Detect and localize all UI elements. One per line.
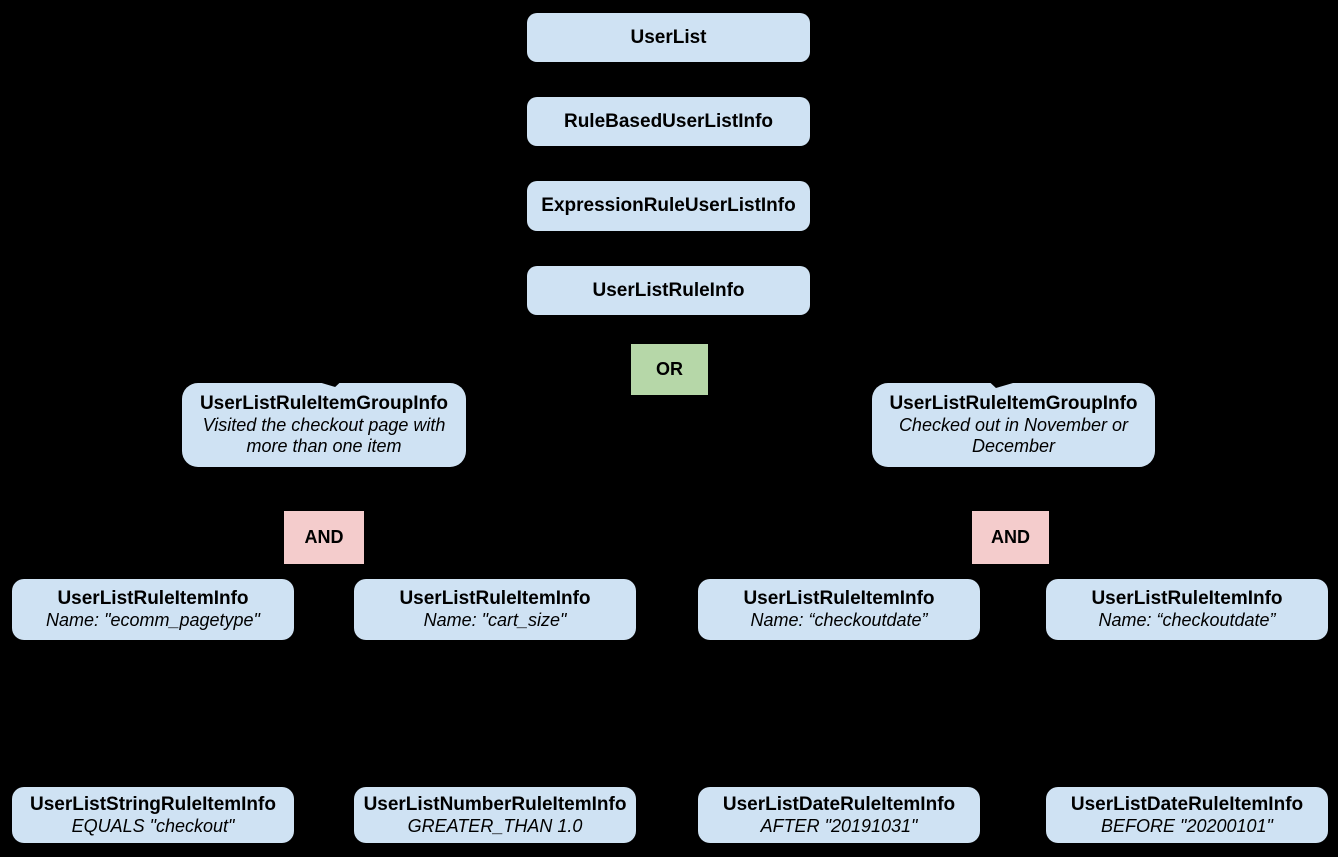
leaf-subtitle: EQUALS "checkout" — [71, 815, 235, 836]
leaf-title: UserListNumberRuleItemInfo — [363, 793, 627, 815]
rule-item-title: UserListRuleItemInfo — [399, 588, 591, 609]
node-label: ExpressionRuleUserListInfo — [541, 195, 796, 216]
node-expression-rule-user-list-info: ExpressionRuleUserListInfo — [527, 181, 810, 231]
rule-item-node-checkoutdate-before: UserListRuleItemInfo Name: “checkoutdate… — [1046, 579, 1328, 640]
rule-item-title: UserListRuleItemInfo — [743, 588, 935, 609]
rule-item-subtitle: Name: “checkoutdate” — [750, 610, 928, 630]
leaf-title: UserListDateRuleItemInfo — [722, 793, 956, 815]
and-operator-box-right: AND — [972, 511, 1049, 564]
node-label: UserListRuleInfo — [592, 279, 745, 301]
group-node-checkout-page: UserListRuleItemGroupInfo Visited the ch… — [182, 383, 466, 467]
and-operator-box-left: AND — [284, 511, 364, 564]
leaf-subtitle: GREATER_THAN 1.0 — [407, 815, 583, 836]
leaf-node-date-rule-item-after: UserListDateRuleItemInfo AFTER "20191031… — [698, 787, 980, 843]
leaf-subtitle: AFTER "20191031" — [760, 815, 918, 836]
or-operator-box: OR — [631, 344, 708, 395]
group-subtitle: Visited the checkout page with more than… — [202, 415, 446, 456]
rule-item-node-cart-size: UserListRuleItemInfo Name: "cart_size" — [354, 579, 636, 640]
group-subtitle: Checked out in November or December — [898, 415, 1129, 456]
and-label: AND — [991, 527, 1030, 547]
and-label: AND — [304, 527, 344, 547]
node-rule-based-user-list-info: RuleBasedUserListInfo — [527, 97, 810, 146]
group-node-checked-out-nov-dec: UserListRuleItemGroupInfo Checked out in… — [872, 383, 1155, 467]
group-title: UserListRuleItemGroupInfo — [199, 393, 449, 414]
leaf-title: UserListStringRuleItemInfo — [30, 793, 276, 815]
rule-item-subtitle: Name: "cart_size" — [423, 610, 567, 630]
leaf-node-string-rule-item: UserListStringRuleItemInfo EQUALS "check… — [12, 787, 294, 843]
node-label: UserList — [630, 26, 707, 48]
group-title: UserListRuleItemGroupInfo — [889, 393, 1138, 414]
rule-item-subtitle: Name: “checkoutdate” — [1098, 610, 1276, 630]
leaf-subtitle: BEFORE "20200101" — [1101, 815, 1273, 836]
or-label: OR — [656, 359, 683, 379]
node-label: RuleBasedUserListInfo — [563, 110, 774, 132]
leaf-title: UserListDateRuleItemInfo — [1070, 793, 1304, 815]
rule-item-title: UserListRuleItemInfo — [1091, 588, 1283, 609]
rule-item-node-ecomm-pagetype: UserListRuleItemInfo Name: "ecomm_pagety… — [12, 579, 294, 640]
rule-item-title: UserListRuleItemInfo — [57, 588, 249, 609]
leaf-node-date-rule-item-before: UserListDateRuleItemInfo BEFORE "2020010… — [1046, 787, 1328, 843]
rule-item-subtitle: Name: "ecomm_pagetype" — [46, 610, 260, 630]
node-userlist: UserList — [527, 13, 810, 62]
leaf-node-number-rule-item: UserListNumberRuleItemInfo GREATER_THAN … — [354, 787, 636, 843]
rule-item-node-checkoutdate-after: UserListRuleItemInfo Name: “checkoutdate… — [698, 579, 980, 640]
node-user-list-rule-info: UserListRuleInfo — [527, 266, 810, 315]
